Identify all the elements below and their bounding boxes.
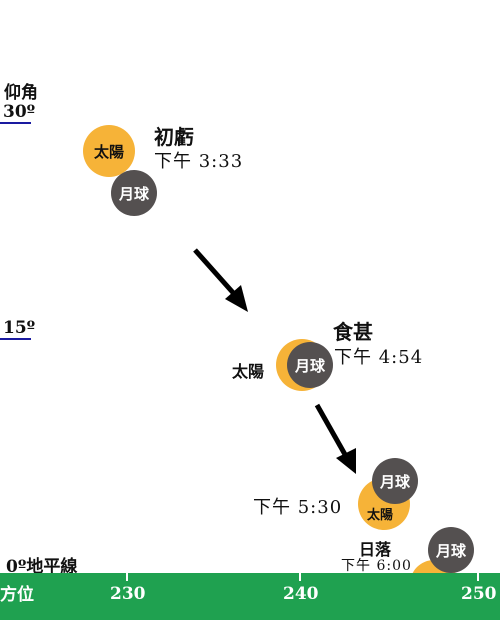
moon-disc-first-contact — [111, 170, 157, 216]
x-tick-mark-230 — [126, 573, 128, 581]
arrow-head-2 — [336, 448, 356, 474]
time-maximum: 下午 4:54 — [334, 347, 424, 368]
y-axis-title: 仰角 — [4, 83, 38, 103]
x-tick-250: 250 — [461, 584, 497, 604]
horizon-ground-band — [0, 573, 500, 620]
y-tick-15-line — [0, 338, 31, 340]
y-tick-30: 30º — [3, 102, 36, 122]
moon-label-first-contact: 月球 — [118, 184, 149, 203]
moon-disc-sunset — [428, 527, 474, 573]
time-sunset: 下午 6:00 — [341, 558, 412, 574]
moon-disc-maximum — [287, 342, 333, 388]
moon-label-sunset: 月球 — [435, 541, 466, 560]
arrow-line-2 — [314, 403, 350, 460]
time-530: 下午 5:30 — [253, 497, 343, 518]
phase-name-first-contact: 初虧 — [154, 125, 194, 149]
sun-label-first-contact: 太陽 — [93, 142, 124, 161]
x-tick-240: 240 — [283, 584, 319, 604]
sun-label-530: 太陽 — [367, 508, 394, 523]
sun-label-maximum: 太陽 — [232, 362, 265, 381]
moon-label-maximum: 月球 — [294, 356, 325, 375]
x-tick-230: 230 — [110, 584, 146, 604]
y-tick-15: 15º — [3, 318, 36, 338]
y-tick-0-horizon: 0º地平線 — [6, 557, 78, 577]
moon-label-530: 月球 — [379, 472, 410, 491]
y-tick-30-line — [0, 122, 31, 124]
phase-name-sunset: 日落 — [359, 540, 392, 559]
x-axis-title: 方位 — [0, 585, 34, 605]
moon-disc-530 — [372, 458, 418, 504]
phase-name-maximum: 食甚 — [333, 320, 373, 344]
arrow-line-1 — [193, 248, 238, 298]
sun-disc-first-contact — [83, 125, 135, 177]
arrow-head-1 — [225, 285, 248, 312]
x-tick-mark-250 — [477, 573, 479, 581]
time-first-contact: 下午 3:33 — [154, 151, 244, 172]
x-tick-mark-240 — [299, 573, 301, 581]
